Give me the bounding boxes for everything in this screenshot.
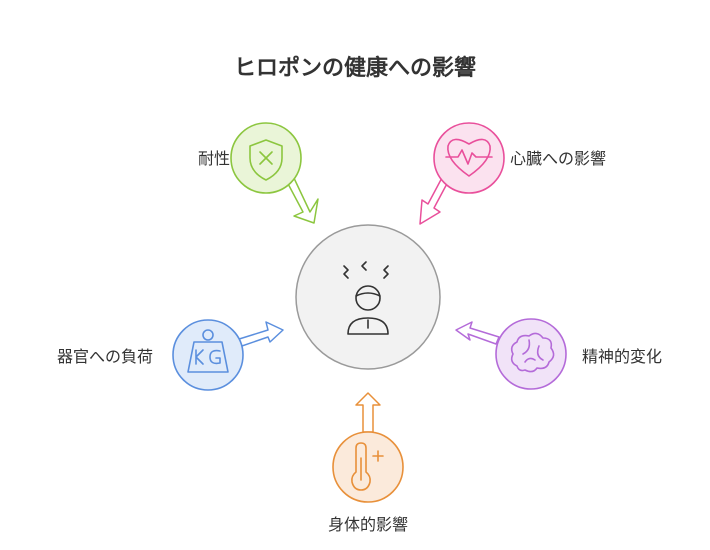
heart-pulse-icon	[445, 138, 493, 177]
label-tolerance: 耐性	[198, 149, 230, 168]
node-organ: 器官への負荷	[57, 319, 284, 391]
node-tolerance: 耐性	[198, 122, 319, 224]
thermometer-plus-icon	[351, 442, 384, 491]
node-mental: 精神的変化	[455, 318, 662, 390]
kg-weight-icon	[187, 329, 229, 373]
center-node	[295, 224, 441, 370]
stressed-person-icon	[343, 261, 389, 335]
shield-x-icon	[249, 139, 283, 181]
label-physical: 身体的影響	[328, 515, 408, 534]
node-cardiac: 心臓への影響	[419, 122, 606, 225]
page-title: ヒロポンの健康への影響	[234, 55, 476, 81]
label-organ: 器官への負荷	[57, 347, 153, 366]
label-cardiac: 心臓への影響	[510, 149, 606, 168]
node-physical: 身体的影響	[328, 392, 408, 534]
arrow-organ	[235, 321, 284, 348]
arrow-mental	[455, 321, 500, 345]
label-mental: 精神的変化	[582, 347, 662, 366]
brain-icon	[510, 332, 555, 373]
arrow-physical	[355, 392, 381, 433]
